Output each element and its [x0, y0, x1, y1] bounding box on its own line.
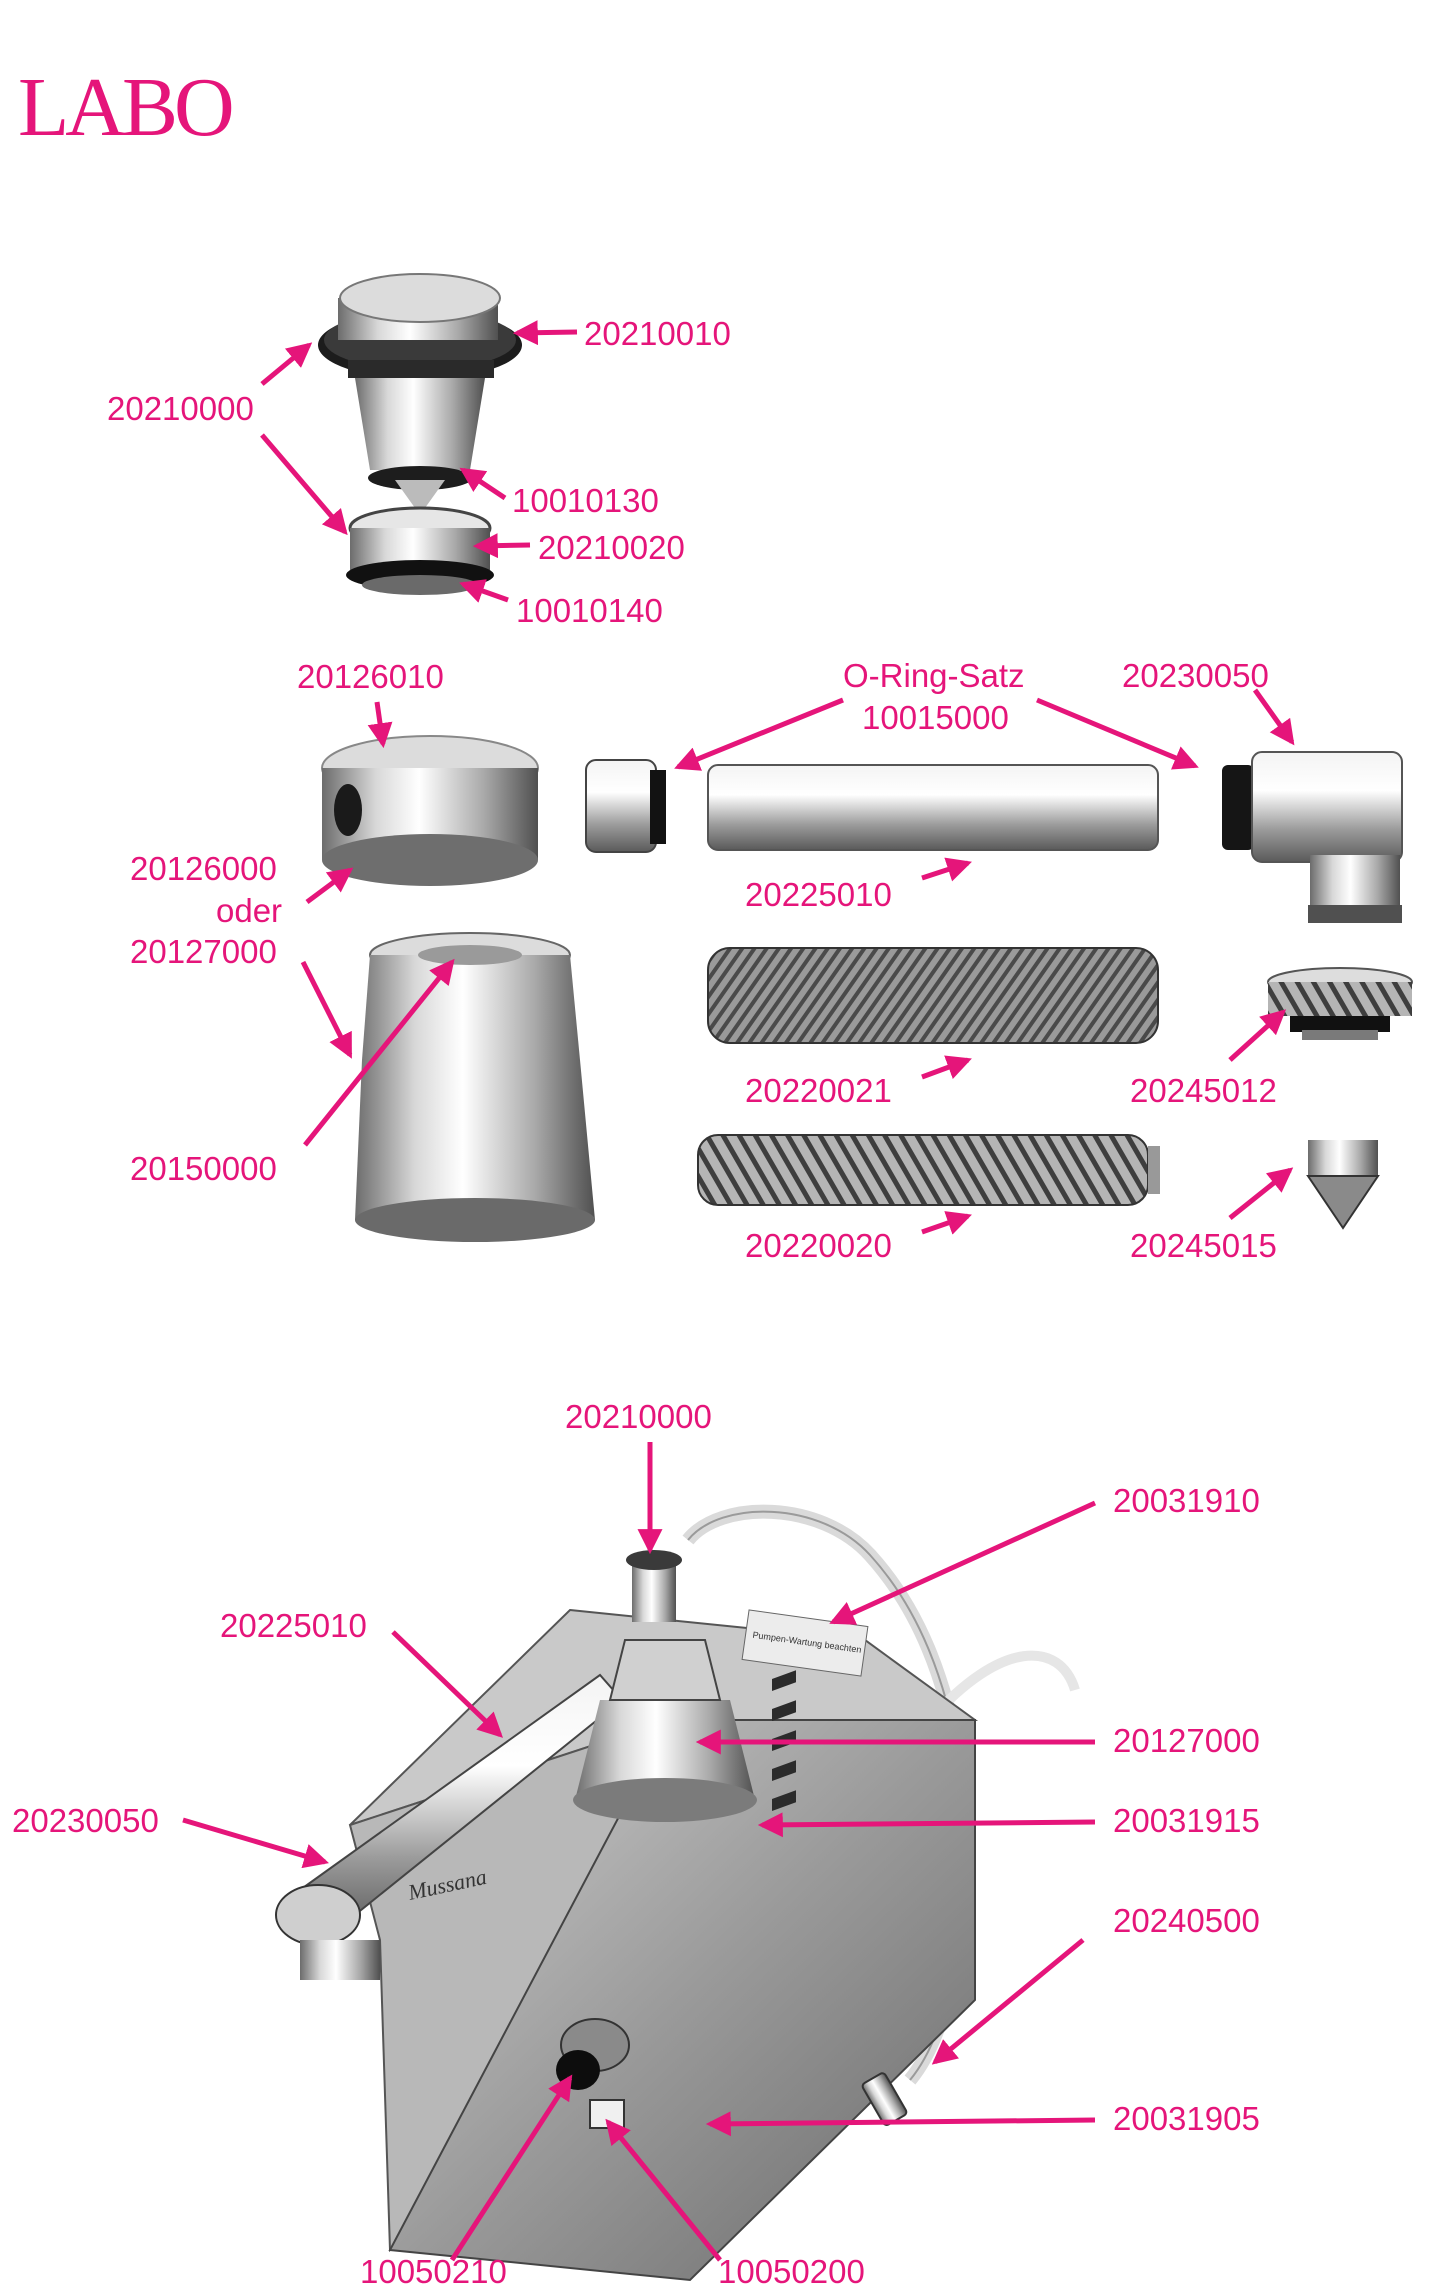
- arrow-dial-assembly-down: [260, 433, 348, 536]
- nozzle-tip-illustration: [1306, 1140, 1380, 1230]
- label-m-switch: 10050200: [718, 2253, 865, 2290]
- arrow-roller-coarse: [921, 1211, 972, 1235]
- arrow-m-cover: [757, 1812, 1096, 1838]
- label-oring-bottom: 10010140: [516, 592, 663, 629]
- machine-illustration: Pumpen-Wartung beachten Mussana: [275, 1504, 1080, 2282]
- arrow-base-cone: [303, 958, 455, 1147]
- arrow-cap: [1228, 1009, 1287, 1062]
- arrow-oring-set-right: [1036, 697, 1199, 770]
- callout-arrows: [182, 320, 1295, 2262]
- tube-illustration: [707, 764, 1159, 851]
- cap-illustration: [1267, 967, 1413, 1040]
- base-cone-illustration: [355, 932, 595, 1242]
- arrow-m-connector: [931, 1938, 1085, 2065]
- arrow-m-hose: [829, 1500, 1097, 1625]
- fine-roller-illustration: [707, 947, 1159, 1044]
- label-m-top-dial: 20210000: [565, 1398, 712, 1435]
- label-m-knob: 10050210: [360, 2253, 507, 2290]
- arrow-oring-bottom: [459, 579, 509, 603]
- arrow-roller-fine: [921, 1055, 972, 1080]
- label-m-hose: 20031910: [1113, 1482, 1260, 1519]
- arrow-nozzle-tip: [1228, 1167, 1294, 1220]
- arrow-oring-small: [459, 467, 507, 501]
- elbow-illustration: [1222, 751, 1403, 923]
- part-labels: 20210010 20210000 10010130 20210020 1001…: [12, 315, 1277, 2290]
- arrow-m-elbow: [182, 1817, 329, 1869]
- arrow-tube: [921, 857, 972, 882]
- arrow-housing-option-up: [305, 867, 354, 905]
- label-housing-option-b: 20127000: [130, 933, 277, 970]
- arrow-m-body: [705, 2111, 1096, 2137]
- label-m-connector: 20240500: [1113, 1902, 1260, 1939]
- label-nozzle-ring: 20210020: [538, 529, 685, 566]
- label-m-elbow: 20230050: [12, 1802, 159, 1839]
- label-housing-option-a: 20126000: [130, 850, 277, 887]
- label-nozzle-tip: 20245015: [1130, 1227, 1277, 1264]
- label-m-cover: 20031915: [1113, 1802, 1260, 1839]
- arrow-nozzle-ring: [472, 533, 531, 559]
- label-tube: 20225010: [745, 876, 892, 913]
- dial-assembly-illustration: [318, 273, 522, 595]
- arrow-m-switch: [605, 2118, 722, 2262]
- arrow-dial-cap: [512, 320, 578, 346]
- label-elbow: 20230050: [1122, 657, 1269, 694]
- label-m-tube: 20225010: [220, 1607, 367, 1644]
- arrow-elbow: [1252, 688, 1295, 746]
- arrow-oring-set-left: [674, 697, 844, 771]
- arrow-m-knob: [449, 2074, 573, 2262]
- label-housing-head: 20126010: [297, 658, 444, 695]
- arrow-dial-assembly-up: [260, 342, 313, 386]
- label-roller-fine: 20220021: [745, 1072, 892, 1109]
- label-roller-coarse: 20220020: [745, 1227, 892, 1264]
- label-m-body: 20031905: [1113, 2100, 1260, 2137]
- label-base-cone: 20150000: [130, 1150, 277, 1187]
- label-m-cone: 20127000: [1113, 1722, 1260, 1759]
- label-oring-small: 10010130: [512, 482, 659, 519]
- housing-head-illustration: [321, 735, 666, 886]
- arrow-housing-option-down: [300, 960, 353, 1059]
- label-cap: 20245012: [1130, 1072, 1277, 1109]
- label-housing-option-or: oder: [216, 892, 282, 929]
- arrow-m-tube: [391, 1630, 504, 1738]
- label-oring-set-code: 10015000: [862, 699, 1009, 736]
- arrow-housing-head: [367, 701, 393, 749]
- label-dial-assembly: 20210000: [107, 390, 254, 427]
- label-dial-cap: 20210010: [584, 315, 731, 352]
- coarse-roller-illustration: [697, 1134, 1160, 1206]
- brand-logo: LABO: [18, 61, 232, 154]
- label-oring-set-name: O-Ring-Satz: [843, 657, 1025, 694]
